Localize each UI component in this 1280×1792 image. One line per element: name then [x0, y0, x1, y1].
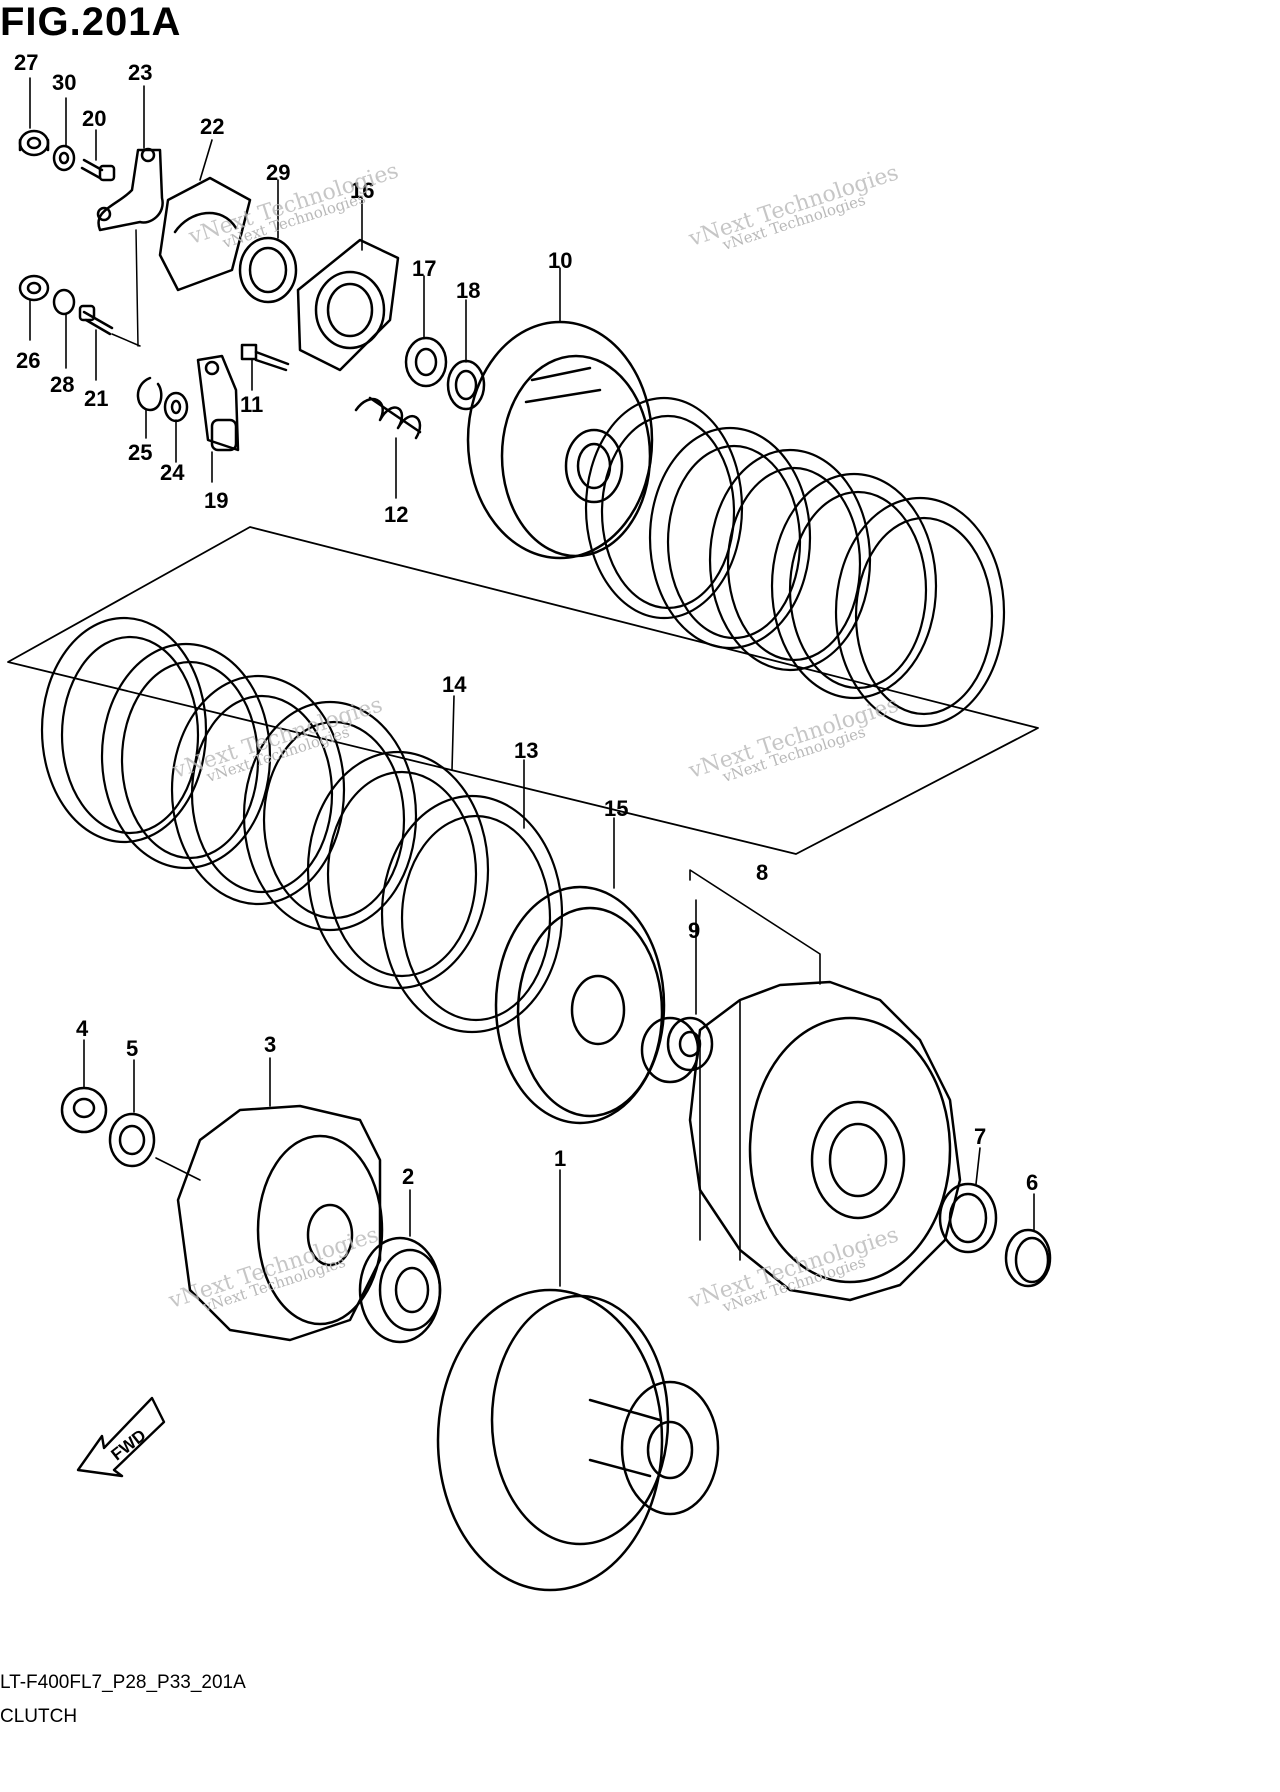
callout-29: 29 [266, 160, 290, 185]
callout-24: 24 [160, 460, 185, 485]
callout-5: 5 [126, 1036, 138, 1061]
part-24-washer [163, 391, 189, 423]
callout-7: 7 [974, 1124, 986, 1149]
part-5-washer [108, 1112, 156, 1168]
part-6-ring [1004, 1228, 1052, 1288]
callout-26: 26 [16, 348, 40, 373]
callout-20: 20 [82, 106, 106, 131]
part-29-bearing [238, 236, 298, 304]
callout-19: 19 [204, 488, 228, 513]
part-25-circlip [136, 376, 163, 412]
figure-code: LT-F400FL7_P28_P33_201A [0, 1672, 246, 1693]
callout-23: 23 [128, 60, 152, 85]
upper-plate-5 [834, 496, 1006, 728]
part-1-primary-driven-gear [436, 1288, 720, 1592]
callout-21: 21 [84, 386, 108, 411]
part-28-washer [52, 288, 76, 316]
callout-4: 4 [76, 1016, 89, 1041]
part-3-clutch-hub [176, 1104, 384, 1342]
callout-11: 11 [240, 392, 263, 417]
part-21-bolt [78, 304, 114, 336]
callout-18: 18 [456, 278, 480, 303]
part-23-lever [96, 147, 164, 232]
part-8-outer-housing [688, 980, 962, 1302]
callout-27: 27 [14, 50, 38, 75]
lower-plate-4 [242, 700, 418, 932]
upper-plate-4 [770, 472, 938, 700]
callout-25: 25 [128, 440, 152, 465]
callout-2: 2 [402, 1164, 414, 1189]
callout-3: 3 [264, 1032, 276, 1057]
part-12-springs [354, 396, 422, 440]
callout-9: 9 [688, 918, 700, 943]
part-19-lever [196, 354, 240, 452]
plate-pack-bracket [7, 526, 1039, 855]
part-16-plate [296, 238, 400, 372]
callout-8: 8 [756, 860, 768, 885]
callout-15: 15 [604, 796, 628, 821]
part-27-nut [18, 129, 50, 157]
callout-13: 13 [514, 738, 538, 763]
leader-lines [29, 77, 1035, 1287]
lower-plate-1 [40, 616, 208, 844]
fwd-arrow-icon: FWD [76, 1396, 166, 1478]
part-13-plate [380, 794, 564, 1034]
part-14-plate [306, 750, 490, 990]
part-20-bolt [80, 158, 116, 182]
part-26-nut [18, 274, 50, 302]
callout-14: 14 [442, 672, 467, 697]
callout-10: 10 [548, 248, 572, 273]
callout-16: 16 [350, 178, 374, 203]
part-2-one-way-clutch [358, 1236, 442, 1344]
callout-6: 6 [1026, 1170, 1038, 1195]
part-22-cover [158, 176, 252, 292]
lever-link-line [111, 229, 141, 347]
lower-plate-3 [170, 674, 346, 906]
upper-plate-3 [708, 448, 872, 672]
part-4-nut [60, 1086, 108, 1134]
part-17-bearing [404, 336, 448, 388]
callout-12: 12 [384, 502, 408, 527]
callout-22: 22 [200, 114, 224, 139]
callout-28: 28 [50, 372, 74, 397]
part-15-disc [494, 885, 666, 1125]
callout-17: 17 [412, 256, 436, 281]
part-11-bolt [240, 343, 290, 372]
part-30-washer [52, 144, 76, 172]
figure-title: FIG.201A [0, 0, 182, 44]
callout-1: 1 [554, 1146, 566, 1171]
part-7-washer [938, 1182, 998, 1254]
callout-30: 30 [52, 70, 76, 95]
figure-subtitle: CLUTCH [0, 1706, 78, 1727]
